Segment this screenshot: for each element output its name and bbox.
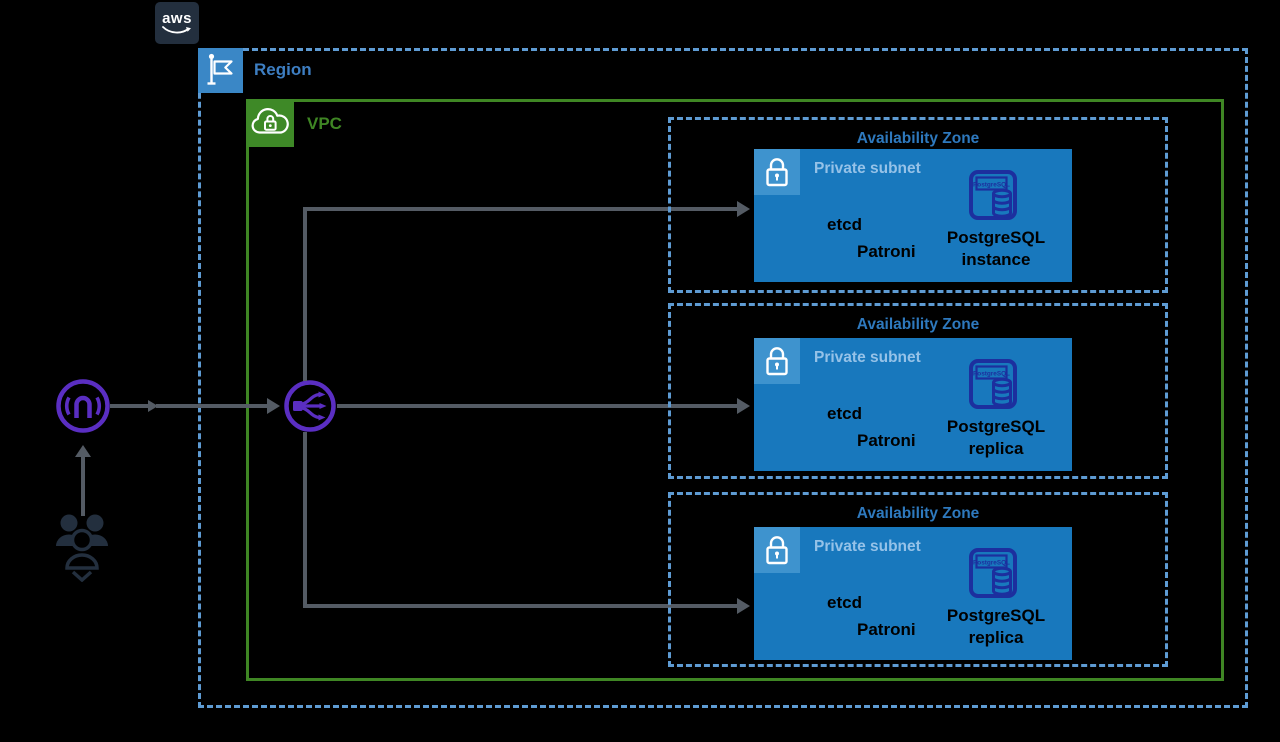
etcd-label: etcd [827, 593, 862, 612]
gateway-to-lb-line-a [110, 404, 148, 408]
database-label-line2: replica [968, 439, 1024, 459]
aws-smile-icon [162, 25, 191, 33]
az-title: Availability Zone [856, 316, 980, 333]
az-title: Availability Zone [856, 505, 980, 522]
vpc-container [246, 99, 1224, 681]
availability-zone-1: Availability Zone Private subnet etcd Pa… [668, 117, 1168, 293]
postgresql-icon-text: PostgreSQL [973, 370, 1010, 377]
lock-icon [754, 338, 800, 384]
patroni-label: Patroni [857, 431, 916, 450]
private-subnet: Private subnet etcd Patroni PostgreSQL P… [754, 338, 1072, 471]
internet-gateway-icon [54, 377, 112, 440]
database-label-line2: instance [961, 250, 1031, 270]
etcd-label: etcd [827, 215, 862, 234]
availability-zone-3: Availability Zone Private subnet etcd Pa… [668, 492, 1168, 667]
users-icon [53, 510, 111, 587]
region-container [198, 48, 1248, 708]
postgresql-database-icon: PostgreSQL [968, 547, 1022, 606]
availability-zone-2: Availability Zone Private subnet etcd Pa… [668, 303, 1168, 479]
lb-to-az1-horizontal-line [303, 207, 738, 211]
arrowhead-right-icon [737, 201, 750, 217]
private-subnet-label: Private subnet [814, 160, 921, 177]
arrowhead-right-icon [267, 398, 280, 414]
aws-logo-text: aws [162, 9, 192, 27]
arrowhead-up-icon [75, 445, 91, 457]
aws-logo: aws [155, 2, 199, 44]
vpc-cloud-lock-icon [246, 99, 294, 147]
arrowhead-right-icon [737, 598, 750, 614]
database-label-line2: replica [968, 628, 1024, 648]
az-title: Availability Zone [856, 130, 980, 147]
lb-to-az3-horizontal-line [303, 604, 738, 608]
database-label: PostgreSQL replica [886, 605, 1106, 649]
arrowhead-right-icon [148, 400, 158, 412]
postgresql-icon-text: PostgreSQL [973, 181, 1010, 188]
private-subnet: Private subnet etcd Patroni PostgreSQL P… [754, 149, 1072, 282]
arrowhead-right-icon [737, 398, 750, 414]
postgresql-database-icon: PostgreSQL [968, 169, 1022, 228]
database-label: PostgreSQL replica [886, 416, 1106, 460]
lb-to-az2-line [337, 404, 738, 408]
postgresql-database-icon: PostgreSQL [968, 358, 1022, 417]
private-subnet: Private subnet etcd Patroni PostgreSQL P… [754, 527, 1072, 660]
private-subnet-label: Private subnet [814, 538, 921, 555]
patroni-label: Patroni [857, 620, 916, 639]
etcd-label: etcd [827, 404, 862, 423]
lock-icon [754, 527, 800, 573]
patroni-label: Patroni [857, 242, 916, 261]
region-label: Region [254, 60, 312, 79]
users-to-gateway-line [81, 455, 85, 516]
database-label-line1: PostgreSQL [946, 228, 1046, 247]
region-flag-icon [198, 48, 243, 93]
gateway-to-lb-line-b [156, 404, 268, 408]
lb-to-az3-vertical-line [303, 432, 307, 608]
vpc-label: VPC [307, 114, 342, 133]
lb-to-az1-vertical-line [303, 209, 307, 381]
load-balancer-icon [282, 378, 338, 439]
private-subnet-label: Private subnet [814, 349, 921, 366]
database-label-line1: PostgreSQL [946, 417, 1046, 436]
database-label-line1: PostgreSQL [946, 606, 1046, 625]
lock-icon [754, 149, 800, 195]
postgresql-icon-text: PostgreSQL [973, 559, 1010, 566]
database-label: PostgreSQL instance [886, 227, 1106, 271]
